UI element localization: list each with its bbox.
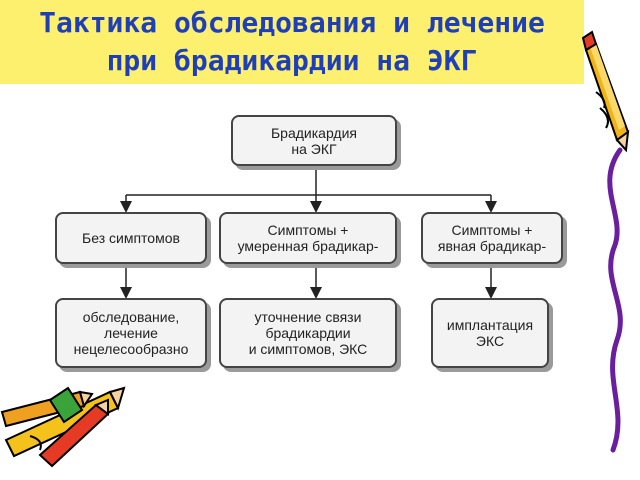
action-node-3: имплантация ЭКС — [431, 298, 549, 368]
action-node-2-line-1: уточнение связи — [254, 309, 362, 325]
root-node-line-1: Брадикардия — [270, 124, 357, 141]
action-node-3-line-2: ЭКС — [475, 333, 505, 349]
pencil-icon — [581, 30, 630, 153]
squiggle-line — [607, 147, 623, 453]
action-node-2-line-3: и симптомов, ЭКС — [248, 341, 368, 357]
action-node-3-line-1: имплантация — [446, 317, 534, 333]
crayon-icon — [0, 386, 126, 468]
page-title-line-1: Тактика обследования и лечение — [39, 6, 545, 39]
root-node: Брадикардия на ЭКГ — [231, 115, 397, 166]
condition-node-3-line-2: явная брадикар- — [437, 238, 547, 254]
title-banner: Тактика обследования и лечение при бради… — [0, 0, 584, 84]
action-node-1-line-2: лечение — [104, 325, 158, 341]
root-node-line-2: на ЭКГ — [291, 140, 337, 157]
action-node-2-line-2: брадикардии — [265, 325, 351, 341]
condition-node-1-line-1: Без симптомов — [82, 230, 180, 246]
condition-node-3: Симптомы + явная брадикар- — [421, 212, 563, 264]
action-node-1-line-1: обследование, — [82, 309, 180, 325]
condition-node-1: Без симптомов — [55, 212, 207, 264]
condition-node-2-line-1: Симптомы + — [267, 222, 349, 238]
page-title-line-2: при брадикардии на ЭКГ — [106, 44, 478, 77]
action-node-1: обследование, лечение нецелесообразно — [55, 298, 207, 368]
condition-node-2-line-2: умеренная брадикар- — [237, 238, 379, 254]
condition-node-2: Симптомы + умеренная брадикар- — [219, 212, 397, 264]
condition-node-3-line-1: Симптомы + — [451, 222, 533, 238]
action-node-1-line-3: нецелесообразно — [73, 341, 189, 357]
action-node-2: уточнение связи брадикардии и симптомов,… — [219, 298, 397, 368]
